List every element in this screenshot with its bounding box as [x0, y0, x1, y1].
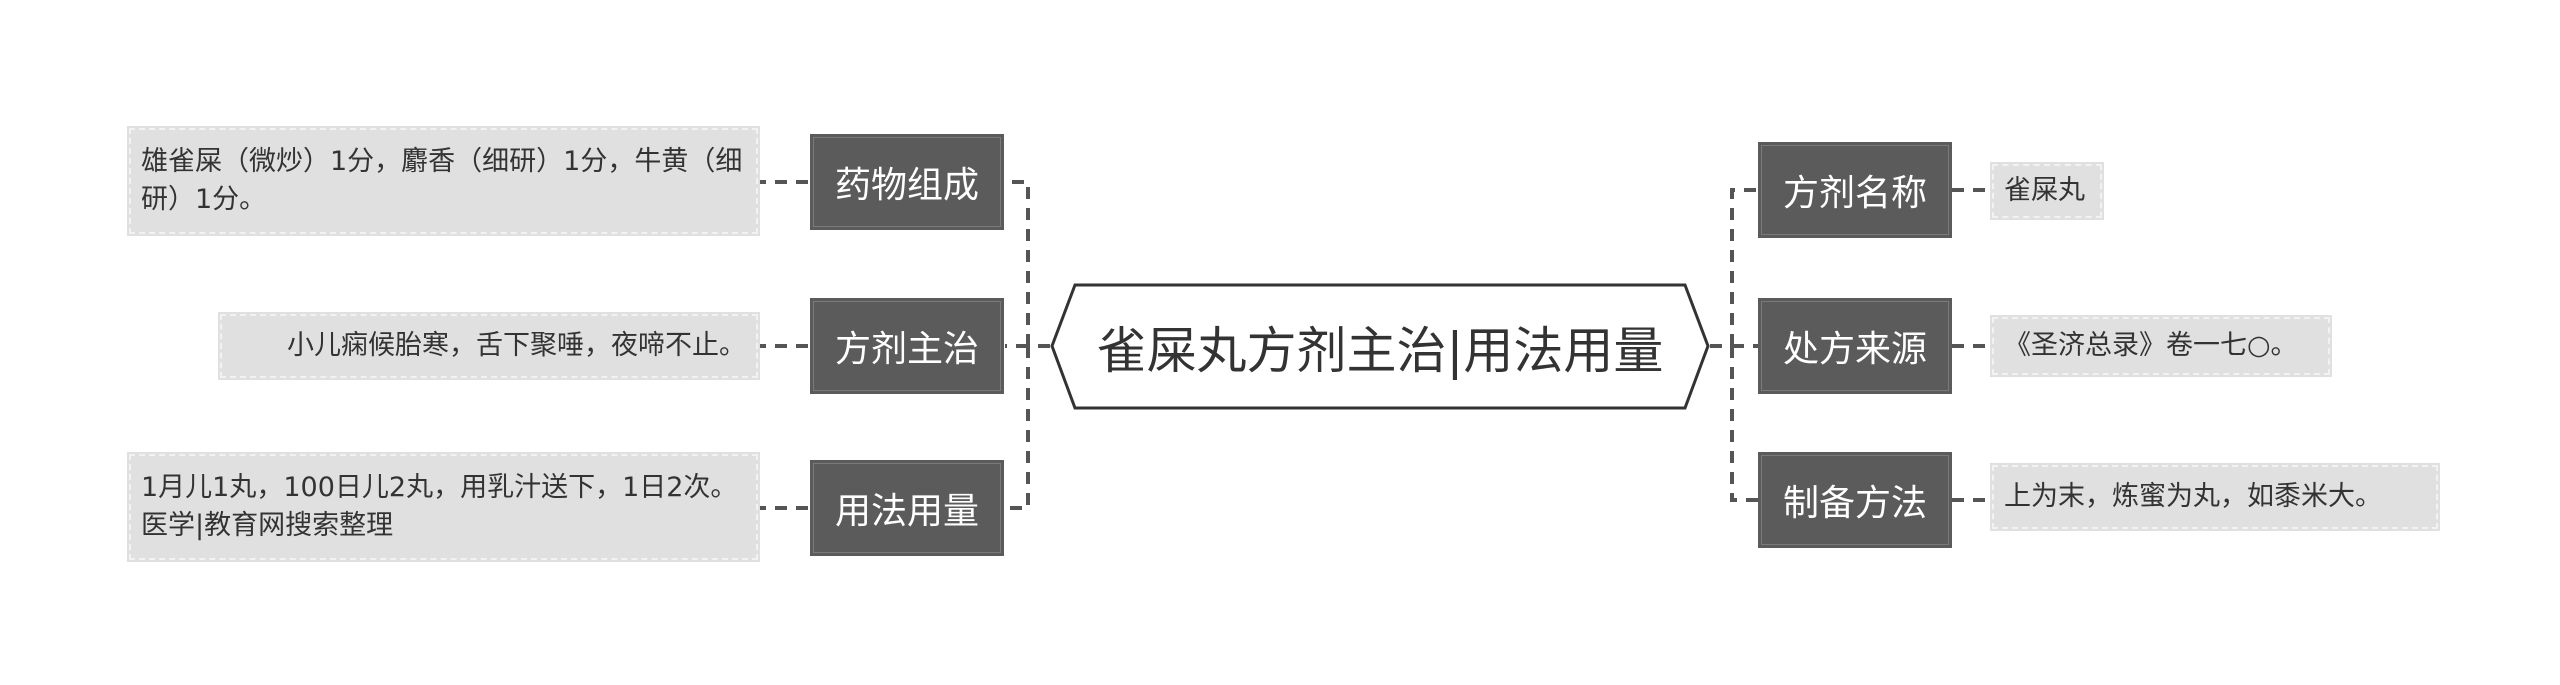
- topic-label: 方剂主治: [834, 329, 979, 370]
- leaf-text: 小儿痫候胎寒，舌下聚唾，夜啼不止。: [287, 330, 746, 361]
- topic-formula-name[interactable]: 方剂名称: [1758, 142, 1952, 238]
- leaf-dosage[interactable]: 1月儿1丸，100日儿2丸，用乳汁送下，1日2次。医学|教育网搜索整理: [127, 452, 760, 562]
- central-topic-label: 雀屎丸方剂主治|用法用量: [1096, 321, 1664, 380]
- topic-label: 处方来源: [1782, 329, 1927, 370]
- topic-label: 制备方法: [1782, 483, 1927, 524]
- leaf-text: 雀屎丸: [2004, 175, 2085, 206]
- topic-drug-composition[interactable]: 药物组成: [810, 134, 1004, 230]
- left-connector-1: [1005, 180, 1030, 346]
- central-topic[interactable]: 雀屎丸方剂主治|用法用量: [1050, 283, 1710, 410]
- leaf-text: 1月儿1丸，100日儿2丸，用乳汁送下，1日2次。医学|教育网搜索整理: [141, 472, 738, 541]
- topic-dosage[interactable]: 用法用量: [810, 460, 1004, 556]
- leaf-preparation[interactable]: 上为末，炼蜜为丸，如黍米大。: [1990, 463, 2440, 531]
- leaf-text: 《圣济总录》卷一七○。: [2004, 330, 2298, 361]
- leaf-text: 雄雀屎（微炒）1分，麝香（细研）1分，牛黄（细研）1分。: [141, 146, 743, 215]
- right-connector-3: [1730, 346, 1758, 502]
- leaf-text: 上为末，炼蜜为丸，如黍米大。: [2004, 481, 2382, 512]
- topic-source[interactable]: 处方来源: [1758, 298, 1952, 394]
- leaf-drug-composition[interactable]: 雄雀屎（微炒）1分，麝香（细研）1分，牛黄（细研）1分。: [127, 126, 760, 236]
- topic-label: 药物组成: [834, 165, 979, 206]
- leaf-indications[interactable]: 小儿痫候胎寒，舌下聚唾，夜啼不止。: [218, 312, 760, 380]
- leaf-formula-name[interactable]: 雀屎丸: [1990, 162, 2104, 220]
- left-connector-3: [1005, 346, 1030, 510]
- topic-indications[interactable]: 方剂主治: [810, 298, 1004, 394]
- topic-preparation[interactable]: 制备方法: [1758, 452, 1952, 548]
- topic-label: 用法用量: [834, 491, 979, 532]
- right-connector-1: [1730, 188, 1758, 346]
- central-topic-frame: [1050, 283, 1710, 410]
- topic-label: 方剂名称: [1782, 173, 1927, 214]
- leaf-source[interactable]: 《圣济总录》卷一七○。: [1990, 315, 2332, 377]
